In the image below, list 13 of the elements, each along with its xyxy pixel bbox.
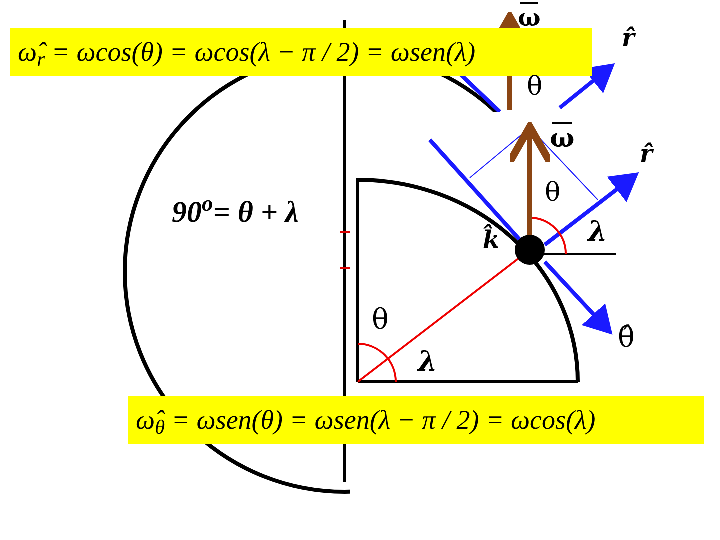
math-label: θ bbox=[545, 180, 561, 206]
math-label: θ bbox=[527, 74, 543, 100]
formula-band bbox=[10, 28, 592, 76]
math-label: 90$^{o}$= θ + λ bbox=[172, 198, 299, 228]
formula: ω̂$_{θ}$ = ωsen(θ) = ωsen(λ − π / 2) = ωcos(λ) bbox=[136, 404, 596, 440]
math-label: λ bbox=[418, 348, 438, 376]
math-label: θ bbox=[372, 306, 389, 334]
math-label: r̂ bbox=[640, 142, 653, 166]
formula-band bbox=[128, 396, 704, 444]
math-label: λ bbox=[588, 218, 608, 246]
math-label: r̂ bbox=[622, 26, 635, 50]
math-label: θ̂ bbox=[618, 324, 635, 352]
formula: ω̂$_{r}$ = ωcos(θ) = ωcos(λ − π / 2) = ωsen(λ) bbox=[18, 36, 476, 72]
